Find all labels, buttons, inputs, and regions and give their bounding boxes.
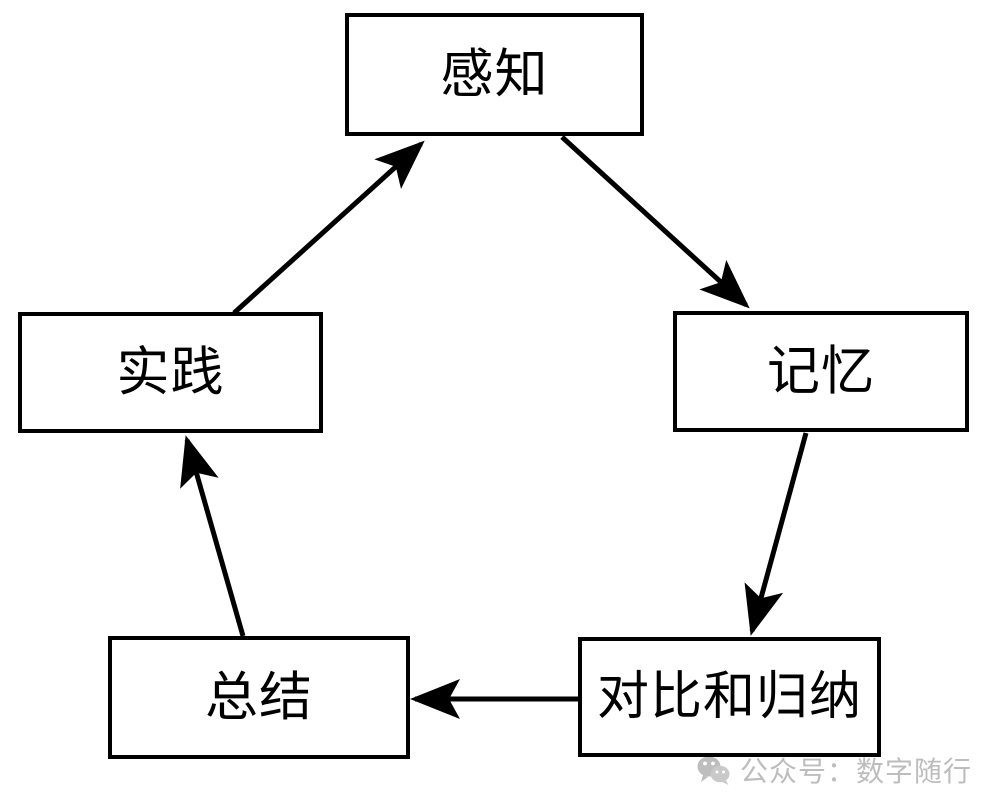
node-practice-label: 实践 [116,342,225,403]
node-memory[interactable]: 记忆 [673,311,969,432]
wechat-icon [697,756,730,785]
edge-practice-to-perception [232,140,425,315]
node-summary-label: 总结 [205,667,313,728]
node-compare-label: 对比和归纳 [596,667,862,727]
node-practice[interactable]: 实践 [18,312,323,433]
edge-memory-to-compare [744,432,809,636]
node-perception-label: 感知 [440,44,549,105]
edge-summary-to-practice [180,435,246,637]
node-compare[interactable]: 对比和归纳 [578,637,881,757]
watermark: 公众号：数字随行 [697,750,972,790]
watermark-text: 公众号：数字随行 [740,755,973,788]
node-summary[interactable]: 总结 [108,636,410,759]
edge-perception-to-memory [560,135,750,309]
node-memory-label: 记忆 [767,341,875,402]
node-perception[interactable]: 感知 [345,13,644,136]
